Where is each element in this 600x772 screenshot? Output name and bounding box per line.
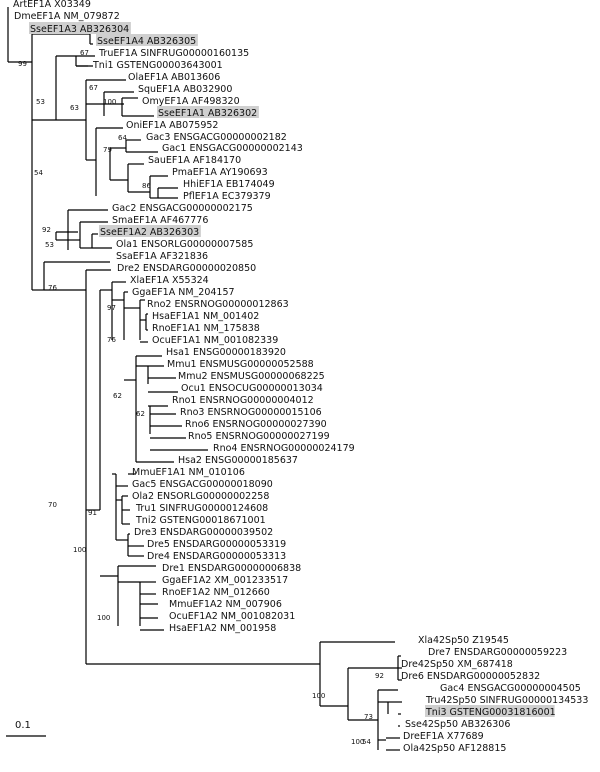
leaf-label: SquEF1A AB032900 — [138, 84, 232, 95]
bootstrap-value: 76 — [107, 336, 116, 344]
leaf-label: Tni2 GSTENG00018671001 — [135, 515, 266, 526]
leaf-label: SmaEF1A AF467776 — [112, 215, 208, 226]
bootstrap-value: 100 — [97, 614, 110, 622]
leaf-label: Gac5 ENSGACG00000018090 — [132, 479, 273, 490]
leaf-label: GgaEF1A NM_204157 — [132, 287, 235, 298]
leaf-label: Dre42Sp50 XM_687418 — [401, 659, 513, 670]
leaf-label: Hsa1 ENSG00000183920 — [166, 347, 286, 358]
bootstrap-value: 62 — [136, 410, 145, 418]
leaf-label: Rno2 ENSRNOG00000012863 — [147, 299, 289, 310]
leaf-label: HhiEF1A EB174049 — [183, 179, 275, 190]
bootstrap-value: 54 — [34, 169, 43, 177]
leaf-label: OmyEF1A AF498320 — [142, 96, 240, 107]
leaf-label: SseEF1A2 AB326303 — [100, 227, 199, 238]
highlight-box — [29, 22, 131, 34]
leaf-label: Rno6 ENSRNOG00000027390 — [185, 419, 327, 430]
bootstrap-value: 54 — [362, 738, 371, 746]
leaf-label: RnoEF1A1 NM_175838 — [152, 323, 260, 334]
bootstrap-value: 62 — [113, 392, 122, 400]
leaf-label: TruEF1A SINFRUG00000160135 — [98, 48, 249, 59]
leaf-label: MmuEF1A1 NM_010106 — [132, 467, 245, 478]
leaf-label: Dre2 ENSDARG00000020850 — [117, 263, 256, 274]
leaf-label: RnoEF1A2 NM_012660 — [162, 587, 270, 598]
leaf-label: OcuEF1A1 NM_001082339 — [152, 335, 278, 346]
leaf-label: PflEF1A EC379379 — [183, 191, 271, 202]
bootstrap-value: 53 — [45, 241, 54, 249]
leaf-label: Gac3 ENSGACG00000002182 — [146, 132, 287, 143]
bootstrap-value: 67 — [89, 84, 98, 92]
bootstrap-value: 79 — [103, 146, 112, 154]
leaf-label: Ola2 ENSORLG00000002258 — [132, 491, 269, 502]
leaf-label: Rno1 ENSRNOG00000004012 — [172, 395, 314, 406]
leaf-label: Hsa2 ENSG00000185637 — [178, 455, 298, 466]
leaf-label: HsaEF1A2 NM_001958 — [169, 623, 276, 634]
bootstrap-value: 100 — [312, 692, 325, 700]
leaf-label: SsaEF1A AF321836 — [116, 251, 208, 262]
leaf-label: Mmu2 ENSMUSG00000068225 — [178, 371, 325, 382]
bootstrap-value: 100 — [351, 738, 364, 746]
leaf-label: Rno4 ENSRNOG00000024179 — [213, 443, 355, 454]
leaf-label: Tni1 GSTENG00003643001 — [92, 60, 223, 71]
scale-label: 0.1 — [15, 720, 31, 731]
leaf-label: Tni3 GSTENG00031816001 — [425, 707, 556, 718]
leaf-label: Mmu1 ENSMUSG00000052588 — [167, 359, 314, 370]
bootstrap-value: 70 — [48, 501, 57, 509]
leaf-label: Ola1 ENSORLG00000007585 — [116, 239, 253, 250]
leaf-label: MmuEF1A2 NM_007906 — [169, 599, 282, 610]
leaf-label: OcuEF1A2 NM_001082031 — [169, 611, 295, 622]
leaf-label: OlaEF1A AB013606 — [128, 72, 220, 83]
highlight-box — [157, 106, 259, 118]
bootstrap-value: 100 — [73, 546, 86, 554]
leaf-label: Ola42Sp50 AF128815 — [403, 743, 506, 754]
leaf-label: Tru42Sp50 SINFRUG00000134533 — [425, 695, 588, 706]
leaf-label: SseEF1A4 AB326305 — [97, 36, 196, 47]
bootstrap-value: 86 — [142, 182, 151, 190]
leaf-label: Gac2 ENSGACG00000002175 — [112, 203, 253, 214]
leaf-label: Rno5 ENSRNOG00000027199 — [188, 431, 330, 442]
bootstrap-value: 53 — [36, 98, 45, 106]
leaf-label: Rno3 ENSRNOG00000015106 — [180, 407, 322, 418]
bootstrap-value: 67 — [80, 49, 89, 57]
bootstrap-value: 92 — [375, 672, 384, 680]
bootstrap-value: 91 — [88, 509, 97, 517]
leaf-label: SseEF1A3 AB326304 — [30, 24, 129, 35]
highlight-box — [99, 225, 201, 237]
leaf-label: Dre3 ENSDARG00000039502 — [134, 527, 273, 538]
bootstrap-value: 100 — [103, 98, 116, 106]
leaf-label: Ola3 ENSORLG00000019066 — [0, 0, 137, 3]
bootstrap-value: 76 — [48, 284, 57, 292]
bootstrap-value: 99 — [18, 60, 27, 68]
leaf-label: Dre5 ENSDARG00000053319 — [147, 539, 286, 550]
leaf-label: HsaEF1A1 NM_001402 — [152, 311, 259, 322]
leaf-label: Dre6 ENSDARG00000052832 — [401, 671, 540, 682]
leaf-label: Ocu1 ENSOCUG00000013034 — [181, 383, 323, 394]
leaf-label: ArtEF1A X03349 — [13, 0, 91, 10]
highlight-box — [425, 705, 555, 717]
leaf-label: GgaEF1A2 XM_001233517 — [162, 575, 288, 586]
leaf-label: DreEF1A X77689 — [403, 731, 484, 742]
bootstrap-value: 97 — [107, 304, 116, 312]
leaf-label: Gac1 ENSGACG00000002143 — [162, 143, 303, 154]
bootstrap-value: 92 — [42, 226, 51, 234]
leaf-label: Sse42Sp50 AB326306 — [405, 719, 510, 730]
leaf-label: OniEF1A AB075952 — [126, 120, 218, 131]
bootstrap-value: 73 — [364, 713, 373, 721]
leaf-label: PmaEF1A AY190693 — [172, 167, 268, 178]
leaf-label: SauEF1A AF184170 — [148, 155, 241, 166]
leaf-label: XlaEF1A X55324 — [130, 275, 209, 286]
highlight-box — [96, 34, 198, 46]
bootstrap-value: 64 — [118, 134, 127, 142]
leaf-label: Dre7 ENSDARG00000059223 — [428, 647, 567, 658]
leaf-label: DmeEF1A NM_079872 — [14, 11, 120, 22]
leaf-label: Dre1 ENSDARG00000006838 — [162, 563, 301, 574]
leaf-label: Xla42Sp50 Z19545 — [418, 635, 509, 646]
leaf-label: Tru1 SINFRUG00000124608 — [135, 503, 268, 514]
leaf-label: Gac4 ENSGACG00000004505 — [440, 683, 581, 694]
bootstrap-value: 63 — [70, 104, 79, 112]
leaf-label: SseEF1A1 AB326302 — [158, 108, 257, 119]
leaf-label: Dre4 ENSDARG00000053313 — [147, 551, 286, 562]
